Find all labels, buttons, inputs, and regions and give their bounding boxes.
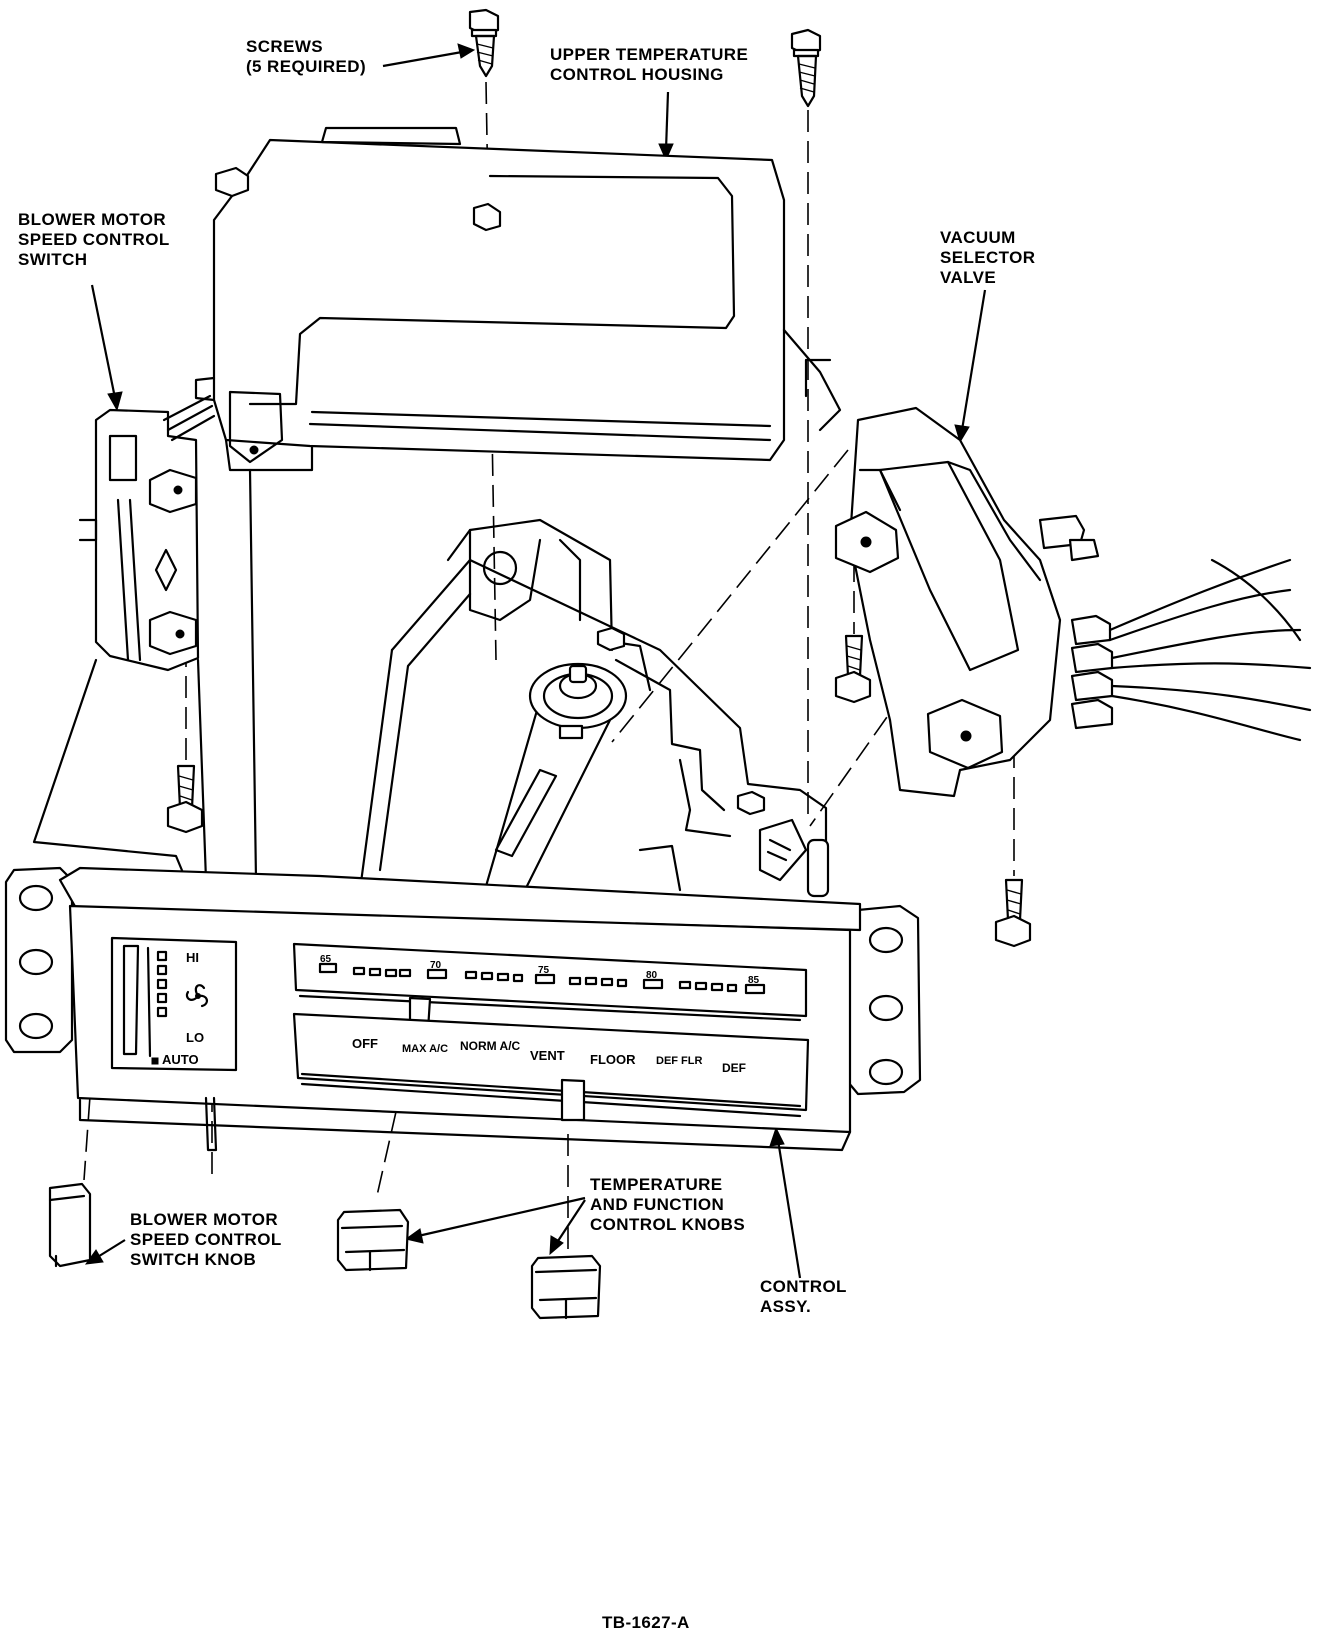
blower-speed-marks: [151, 950, 168, 1065]
function-off: OFF: [352, 1036, 378, 1051]
arrow-screws-head: [457, 43, 476, 59]
blower-lo-label: LO: [186, 1030, 204, 1045]
screw-lower-right: [994, 878, 1032, 948]
blower-motor-speed-control-switch: [78, 394, 216, 672]
function-window: [292, 1012, 810, 1112]
arrow-vacuum-valve: [960, 289, 987, 431]
blower-hi-label: HI: [186, 950, 199, 965]
label-upper-housing-line1: UPPER TEMPERATURE: [550, 45, 748, 64]
blower-slider-slot: [122, 944, 140, 1056]
label-temp-knobs-line2: AND FUNCTION: [590, 1195, 724, 1214]
function-vent: VENT: [530, 1048, 565, 1063]
temp-tick-65: 65: [320, 954, 332, 965]
screw-top-right: [790, 28, 822, 108]
label-control-assy: CONTROL ASSY.: [760, 1277, 847, 1316]
function-lever-tab[interactable]: [560, 1078, 586, 1122]
arrow-vacuum-valve-head: [954, 424, 970, 444]
label-control-assy-line2: ASSY.: [760, 1297, 811, 1316]
left-mounting-ear: [4, 866, 74, 1054]
function-control-knob[interactable]: [530, 1254, 602, 1320]
function-def: DEF: [722, 1061, 746, 1075]
temp-tick-70: 70: [430, 960, 442, 971]
label-blower-switch-line3: SWITCH: [18, 250, 87, 269]
temp-tick-75: 75: [538, 965, 550, 976]
label-blower-knob-line3: SWITCH KNOB: [130, 1250, 256, 1269]
function-norm-ac: NORM A/C: [460, 1039, 521, 1053]
temperature-lever-arm: [480, 662, 628, 902]
label-vacuum-valve-line2: SELECTOR: [940, 248, 1035, 267]
arrow-screws: [382, 50, 463, 68]
label-temp-function-knobs: TEMPERATURE AND FUNCTION CONTROL KNOBS: [590, 1175, 745, 1234]
arrow-temp-knob-left-head: [404, 1228, 424, 1244]
function-def-flr: DEF FLR: [656, 1055, 702, 1067]
temperature-tick-boxes: [318, 962, 766, 995]
function-max-ac: MAX A/C: [402, 1043, 448, 1055]
leader-arrows: [84, 43, 987, 1279]
arrow-upper-housing-head: [658, 143, 674, 162]
arrow-blower-knob: [95, 1239, 126, 1259]
label-screws-line1: SCREWS: [246, 37, 323, 56]
label-blower-switch: BLOWER MOTOR SPEED CONTROL SWITCH: [18, 210, 170, 269]
temperature-window: [292, 942, 808, 1018]
screw-top-left: [468, 8, 500, 78]
label-upper-housing-line2: CONTROL HOUSING: [550, 65, 724, 84]
right-mounting-ear: [846, 904, 922, 1096]
temp-tick-80: 80: [646, 970, 658, 981]
arrow-blower-switch-head: [107, 391, 123, 412]
temperature-control-knob[interactable]: [336, 1208, 410, 1272]
arrow-control-assy-head: [769, 1126, 785, 1147]
lower-mounting-frame: [32, 468, 830, 898]
blower-speed-window: [110, 936, 238, 1072]
arrow-control-assy: [776, 1139, 802, 1279]
blower-switch-knob[interactable]: [48, 1182, 92, 1268]
temperature-dash-marks: [352, 966, 738, 993]
upper-temperature-control-housing: [194, 126, 842, 472]
label-screws-line2: (5 REQUIRED): [246, 57, 366, 76]
label-vacuum-valve-line3: VALVE: [940, 268, 996, 287]
label-control-assy-line1: CONTROL: [760, 1277, 847, 1296]
temp-tick-85: 85: [748, 975, 760, 986]
arrow-temp-knob-right-head: [549, 1235, 564, 1256]
label-blower-switch-line2: SPEED CONTROL: [18, 230, 170, 249]
label-temp-knobs-line1: TEMPERATURE: [590, 1175, 723, 1194]
arrow-blower-switch: [90, 284, 117, 399]
function-floor: FLOOR: [590, 1052, 636, 1067]
label-blower-knob-line2: SPEED CONTROL: [130, 1230, 282, 1249]
fan-icon: [185, 984, 208, 1008]
blower-auto-label: AUTO: [162, 1052, 199, 1067]
arrow-temp-knob-right: [555, 1199, 586, 1245]
arrow-upper-housing: [664, 91, 670, 151]
screw-lower-left: [166, 764, 204, 834]
screw-middle-right: [834, 634, 872, 704]
label-blower-knob-line1: BLOWER MOTOR: [130, 1210, 278, 1229]
figure-id: TB-1627-A: [602, 1613, 690, 1632]
arrow-temp-knob-left: [417, 1196, 586, 1238]
label-vacuum-valve: VACUUM SELECTOR VALVE: [940, 228, 1035, 287]
label-vacuum-valve-line1: VACUUM: [940, 228, 1016, 247]
control-assembly: HI LO AUTO: [4, 866, 922, 1152]
label-blower-switch-line1: BLOWER MOTOR: [18, 210, 166, 229]
vacuum-selector-valve: [834, 406, 1312, 798]
label-screws: SCREWS (5 REQUIRED): [246, 37, 366, 76]
label-upper-housing: UPPER TEMPERATURE CONTROL HOUSING: [550, 45, 748, 84]
label-temp-knobs-line3: CONTROL KNOBS: [590, 1215, 745, 1234]
label-blower-knob: BLOWER MOTOR SPEED CONTROL SWITCH KNOB: [130, 1210, 282, 1269]
